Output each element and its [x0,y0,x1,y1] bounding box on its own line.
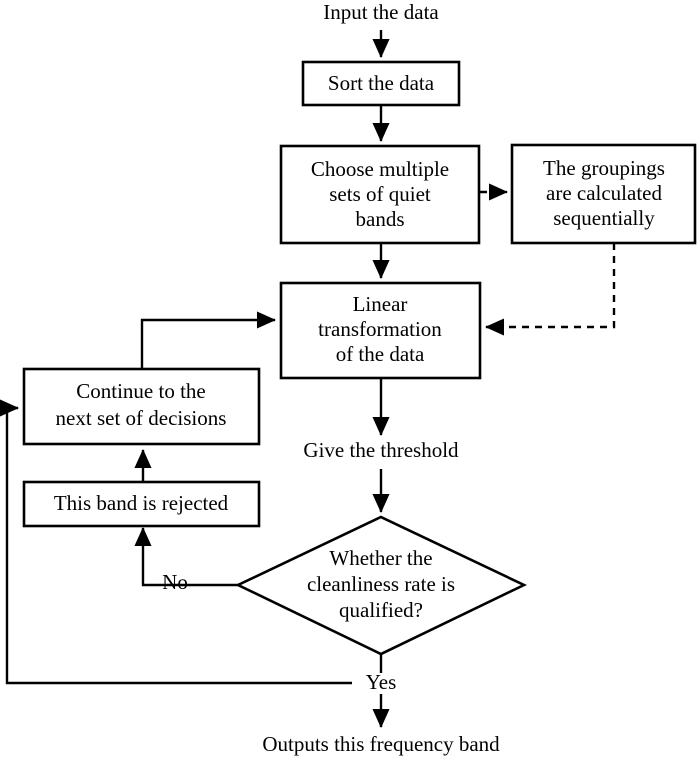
node-groupings-line-1: The groupings [543,156,665,180]
node-decision-line-1: Whether the [329,546,432,570]
node-continue-box [22,367,261,446]
edge-yes-feedback-to-continue [0,399,352,685]
node-groupings-box [510,143,697,245]
node-sort-the-data-label: Sort the data [328,71,435,95]
node-linear-transformation-line-2: transformation [318,317,442,341]
node-continue-line-2: next set of decisions [56,406,227,430]
node-linear-transformation-line-1: Linear [353,292,408,316]
node-linear-transformation-of-the-data: Linear transformation of the data [279,281,482,380]
edge-continue-to-linear [140,311,276,369]
node-groupings-are-calculated-sequentially: The groupings are calculated sequentiall… [510,143,697,245]
node-groupings-line-3: sequentially [553,206,655,230]
node-choose-multiple-sets-line-1: Choose multiple [311,157,449,181]
node-choose-multiple-sets-of-quiet-bands: Choose multiple sets of quiet bands [279,144,481,245]
node-decision-line-2: cleanliness rate is [307,572,455,596]
node-continue-line-1: Continue to the [76,379,206,403]
node-give-the-threshold: Give the threshold [303,438,459,462]
edge-groupings-to-linear-dashed [485,243,616,336]
node-sort-the-data: Sort the data [301,60,461,107]
node-outputs-this-frequency-band: Outputs this frequency band [262,732,500,756]
node-decision-line-3: qualified? [339,598,423,622]
node-choose-multiple-sets-line-2: sets of quiet [329,182,431,206]
node-linear-transformation-box [279,281,482,380]
node-this-band-is-rejected-label: This band is rejected [54,491,229,515]
node-this-band-is-rejected-box [22,480,261,528]
node-whether-the-cleanliness-rate-is-qualified: Whether the cleanliness rate is qualifie… [234,515,528,656]
node-choose-multiple-sets-line-3: bands [356,207,405,231]
node-continue-to-the-next-set-of-decisions: Continue to the next set of decisions [22,367,261,446]
node-decision-diamond [234,515,528,656]
node-groupings-line-2: are calculated [546,181,662,205]
edge-label-no: No [162,570,188,594]
node-this-band-is-rejected: This band is rejected [22,480,261,528]
edge-label-yes: Yes [366,670,397,694]
edge-no-to-rejected [134,527,238,587]
node-input-the-data: Input the data [323,0,439,24]
node-linear-transformation-line-3: of the data [336,342,425,366]
node-choose-multiple-sets-box [279,144,481,245]
node-sort-the-data-box [301,60,461,107]
